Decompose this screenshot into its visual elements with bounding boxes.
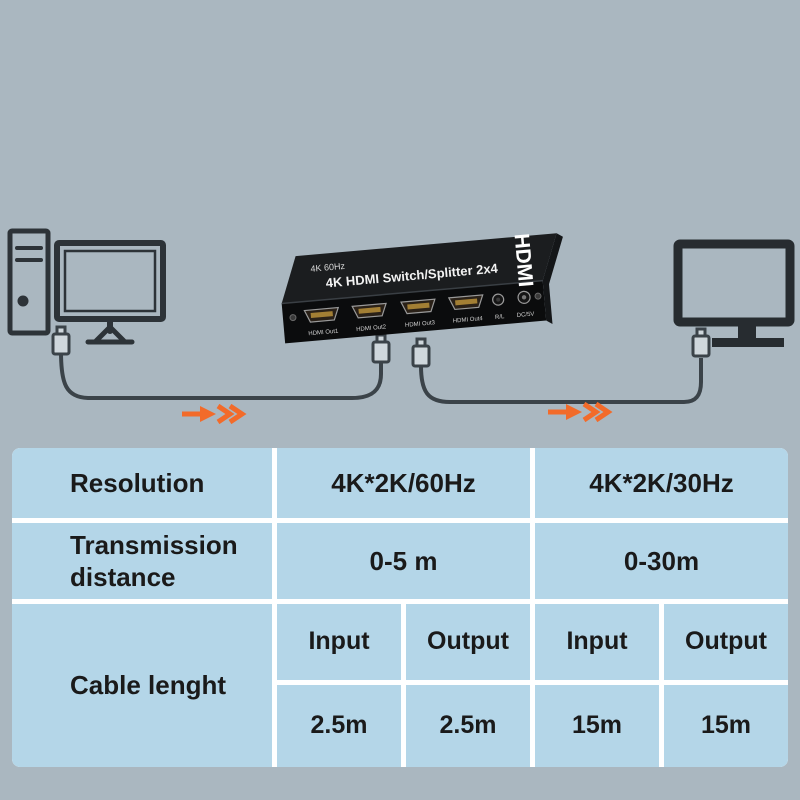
cable-header-input-1: Input <box>277 604 401 680</box>
row-label-transmission: Transmission distance <box>12 523 272 599</box>
hdmi-output-ports <box>303 294 484 323</box>
transmission-value-right: 0-30m <box>535 523 788 599</box>
tv-icon <box>673 239 795 347</box>
signal-arrow-left-icon <box>182 403 247 425</box>
screw-icon <box>289 314 297 322</box>
port-label-out2: HDMI Out2 <box>356 324 387 333</box>
hdmi-cable-right <box>411 327 711 404</box>
device-badge-label: 4K 60Hz <box>310 261 346 274</box>
hdmi-cable-left <box>51 325 391 400</box>
audio-port-label: R/L <box>495 314 505 321</box>
cable-value-input-1: 2.5m <box>277 685 401 767</box>
port-label-out4: HDMI Out4 <box>453 316 484 325</box>
port-label-out1: HDMI Out1 <box>308 329 339 338</box>
cable-value-input-2: 15m <box>535 685 659 767</box>
power-port-label: DC/5V <box>517 312 535 320</box>
transmission-value-left: 0-5 m <box>277 523 530 599</box>
signal-arrow-right-icon <box>548 401 613 423</box>
cable-header-output-2: Output <box>664 604 788 680</box>
cable-value-output-1: 2.5m <box>406 685 530 767</box>
resolution-value-left: 4K*2K/60Hz <box>277 448 530 518</box>
cable-header-input-2: Input <box>535 604 659 680</box>
resolution-value-right: 4K*2K/30Hz <box>535 448 788 518</box>
cable-header-output-1: Output <box>406 604 530 680</box>
row-label-cable-length: Cable lenght <box>12 604 272 767</box>
connection-diagram: 4K 60Hz 4K HDMI Switch/Splitter 2x4 HDMI… <box>7 228 795 425</box>
hdmi-splitter-device: 4K 60Hz 4K HDMI Switch/Splitter 2x4 HDMI… <box>281 233 563 344</box>
cable-value-output-2: 15m <box>664 685 788 767</box>
row-label-resolution: Resolution <box>12 448 272 518</box>
desktop-computer-icon <box>7 228 166 345</box>
hdmi-logo: HDMI <box>510 233 538 288</box>
port-label-out3: HDMI Out3 <box>405 320 436 329</box>
screw-icon <box>534 292 542 300</box>
spec-table: Resolution 4K*2K/60Hz 4K*2K/30Hz Transmi… <box>12 448 788 767</box>
